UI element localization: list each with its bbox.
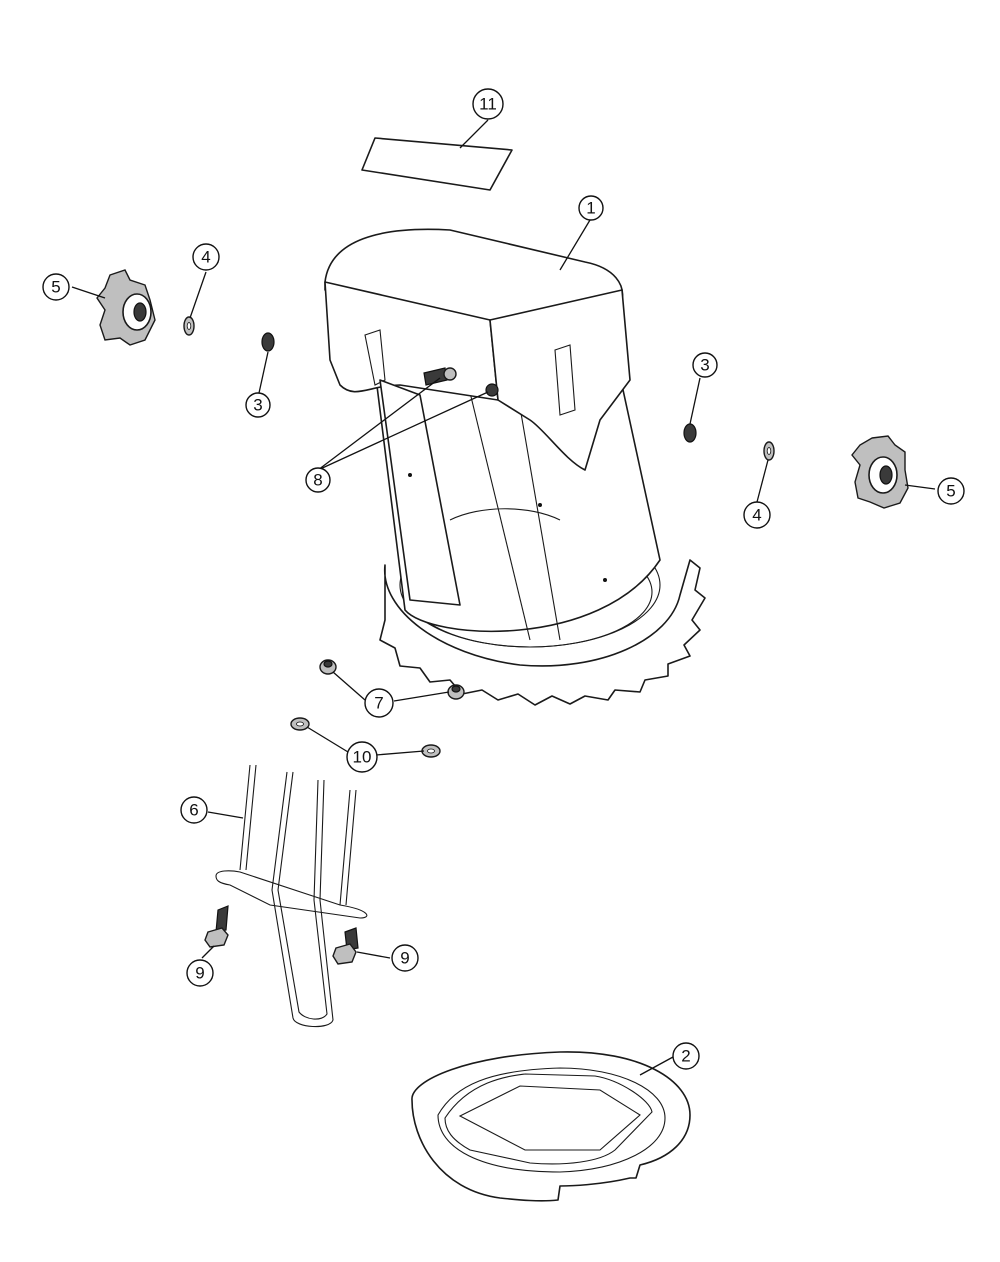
callout-3-right: 3 [692, 352, 718, 378]
callout-label-9-right: 9 [400, 949, 409, 968]
washer-right-part [763, 441, 775, 461]
callout-8: 8 [305, 467, 331, 493]
callout-label-10: 10 [353, 748, 372, 767]
callout-label-2: 2 [681, 1047, 690, 1066]
flat-washer-part [290, 717, 441, 758]
callout-label-9-left: 9 [195, 964, 204, 983]
flange-nut-part [319, 659, 465, 700]
knob-left-part [96, 269, 156, 346]
callout-7: 7 [364, 688, 394, 718]
nut-right-part [683, 423, 697, 443]
callout-label-5-left: 5 [51, 278, 60, 297]
knob-right-part [851, 435, 909, 509]
callout-1: 1 [578, 195, 604, 221]
callout-2: 2 [672, 1042, 700, 1070]
callout-label-5-right: 5 [946, 482, 955, 501]
wire-bracket-part [215, 764, 368, 1028]
hex-bolt-part [204, 905, 359, 965]
callout-5-right: 5 [937, 477, 965, 505]
leader-lines [71, 119, 936, 1076]
callout-9-right: 9 [391, 944, 419, 972]
callout-label-8: 8 [313, 471, 322, 490]
callout-5-left: 5 [42, 273, 70, 301]
callout-label-1: 1 [586, 199, 595, 218]
callout-4-right: 4 [743, 501, 771, 529]
callout-label-6: 6 [189, 801, 198, 820]
callout-label-11: 11 [479, 95, 497, 114]
callout-4-left: 4 [192, 243, 220, 271]
callout-label-3-right: 3 [700, 356, 709, 375]
callout-label-3-left: 3 [253, 396, 262, 415]
callout-6: 6 [180, 796, 208, 824]
base-ring-part [411, 1051, 691, 1202]
callout-label-7: 7 [374, 694, 383, 713]
chute-assembly-part [324, 228, 706, 706]
callout-10: 10 [346, 741, 378, 773]
washer-left-part [183, 316, 195, 336]
callout-label-4-left: 4 [201, 248, 210, 267]
decal-label-part [361, 137, 513, 191]
callout-9-left: 9 [186, 959, 214, 987]
nut-left-part [261, 332, 275, 352]
callout-11: 11 [472, 88, 504, 120]
callout-3-left: 3 [245, 392, 271, 418]
callout-label-4-right: 4 [752, 506, 761, 525]
